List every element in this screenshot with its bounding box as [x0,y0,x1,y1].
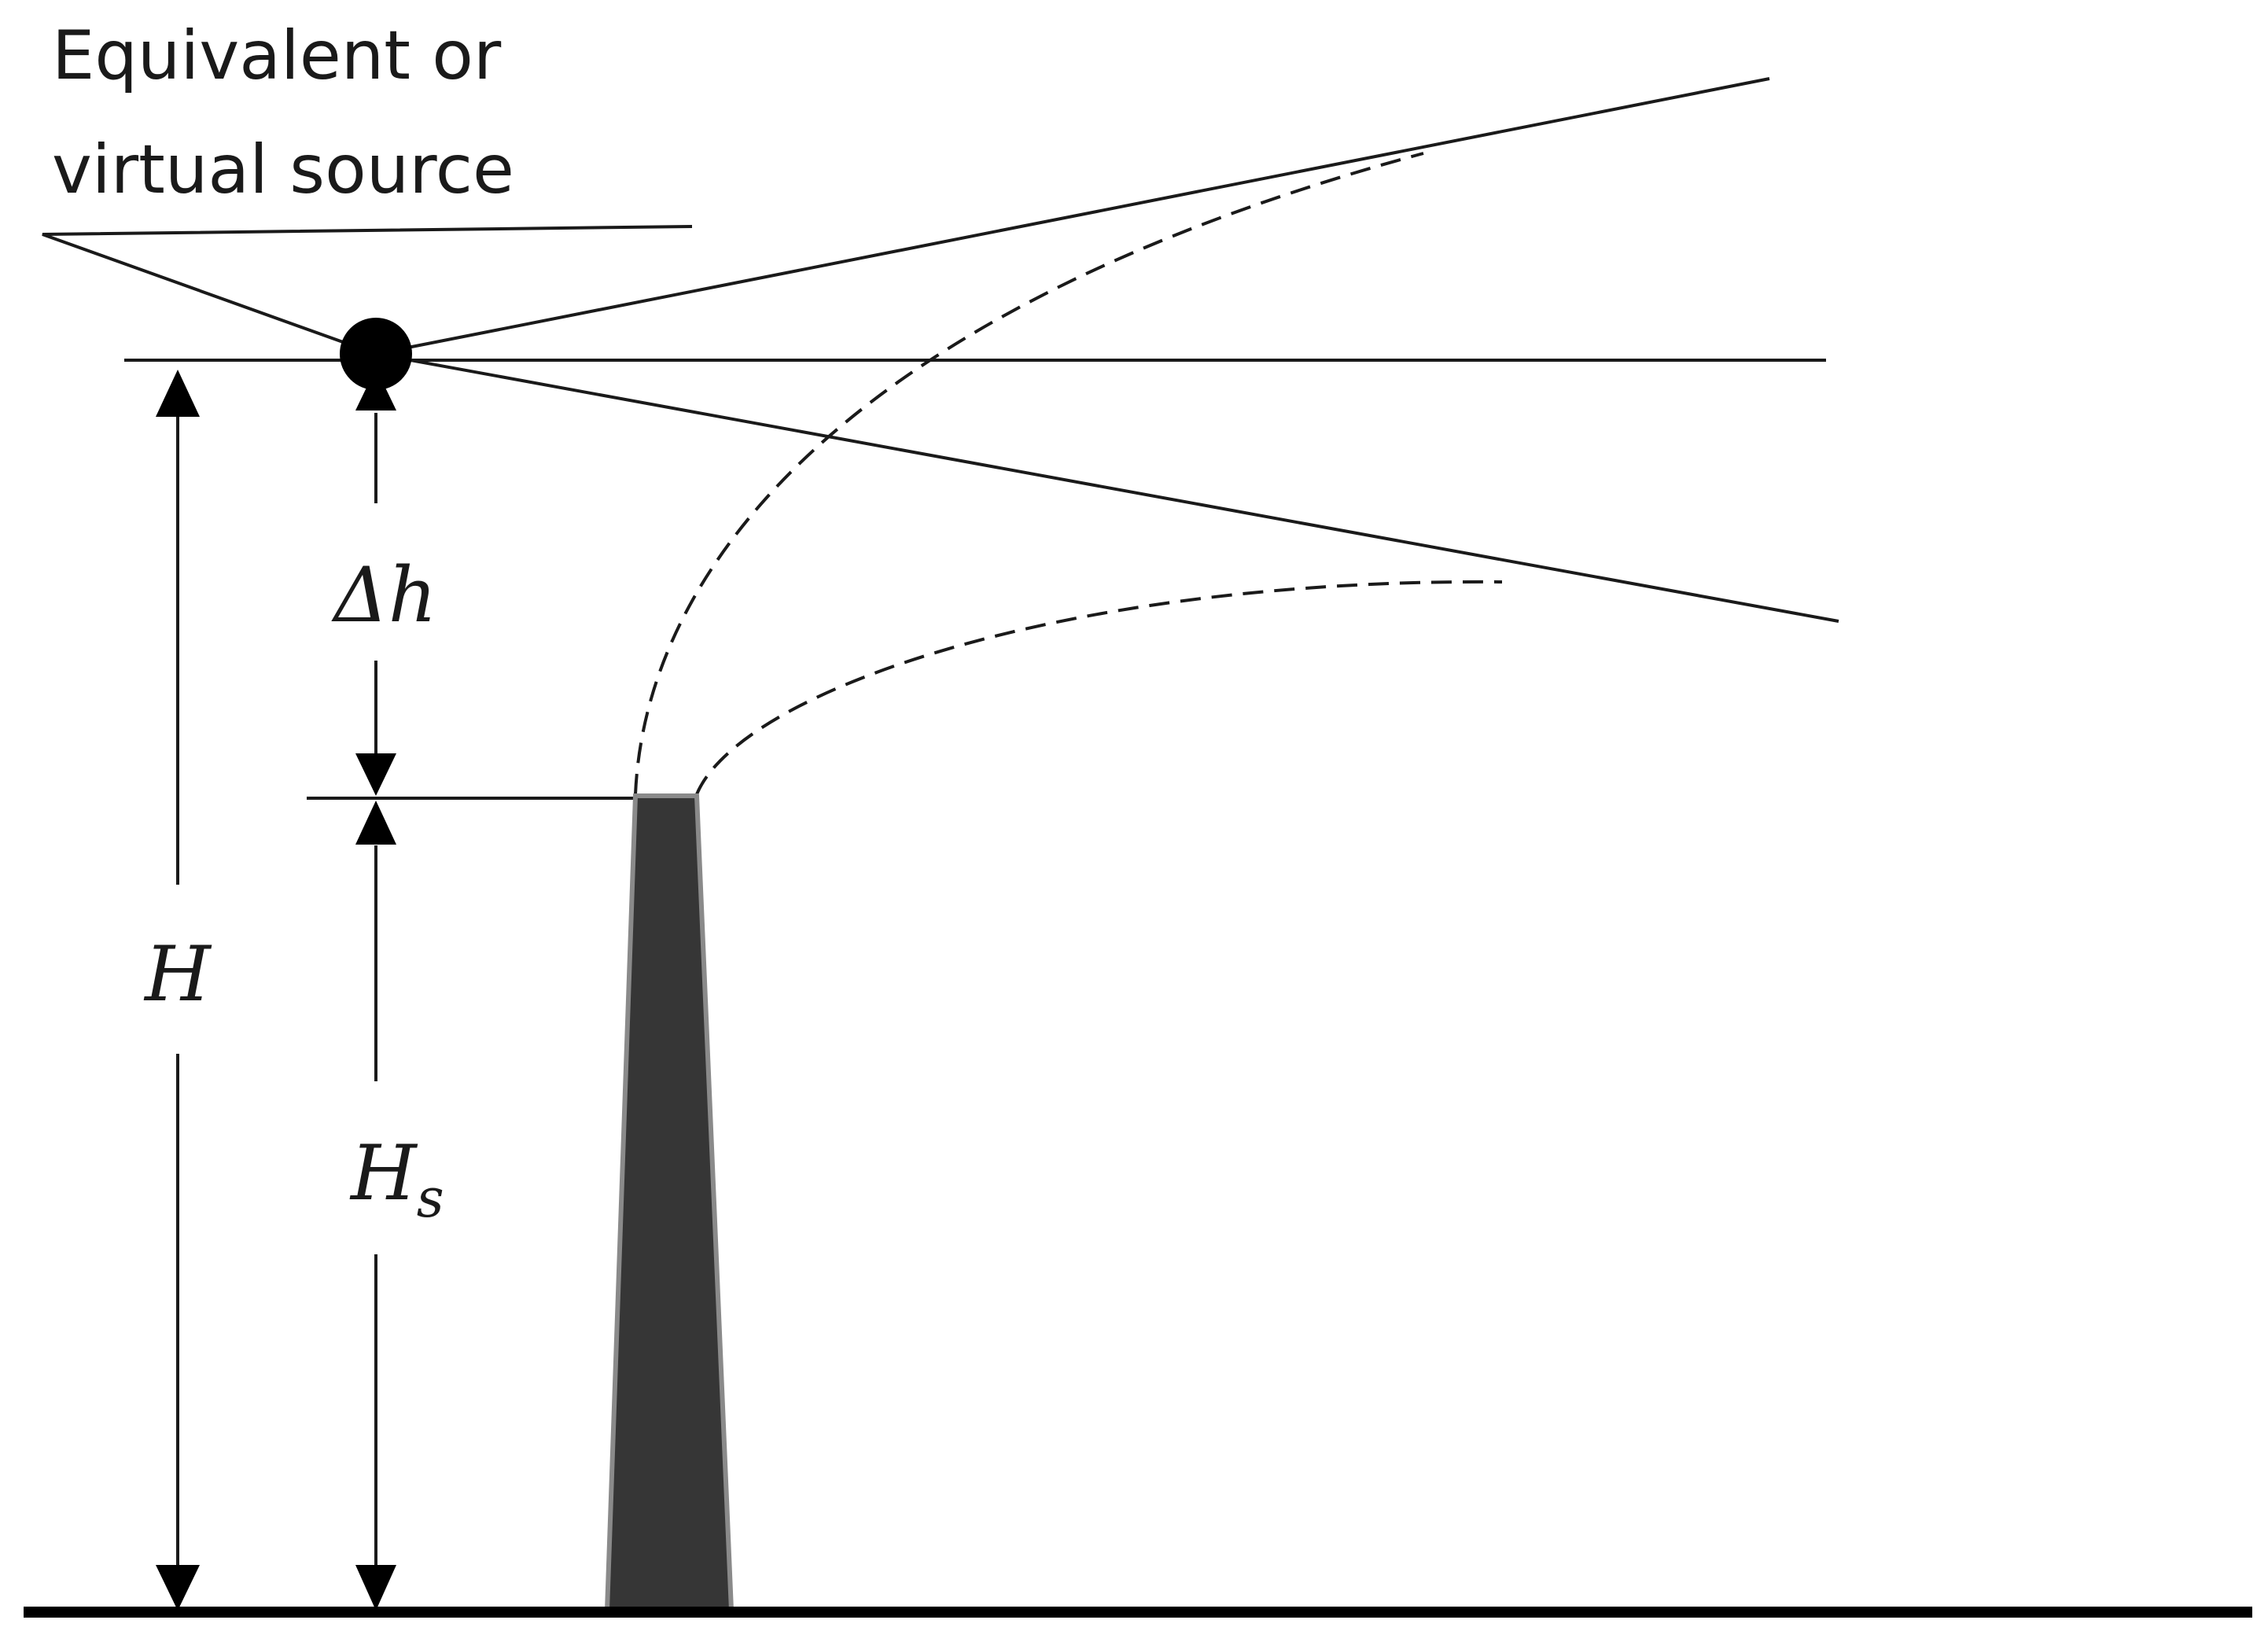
plume-lower-boundary [375,352,1839,623]
plume-rise-arrowhead-up [355,368,396,410]
plume-rise-label: Δh [330,551,436,639]
stack-height-label: Hs [349,1129,444,1230]
plume-rise-dimension: Δh [330,368,437,796]
effective-height-label: H [143,930,212,1018]
plume-lower-curve [695,580,1503,795]
stack-height-label-base: H [349,1129,418,1217]
virtual-source-dot [340,318,412,390]
chimney-stack [604,793,735,1613]
effective-height-dimension: H [143,370,212,1611]
source-label-line2: virtual source [52,131,514,209]
plume-upper-boundary [375,77,1770,355]
source-label-leader [42,225,693,355]
plume-rise-arrowhead-down [355,753,396,796]
effective-height-arrowhead-up [156,370,200,417]
stack-height-arrowhead-up [355,801,396,845]
stack-height-dimension: Hs [349,801,444,1611]
plume-upper-curve [634,152,1424,795]
stack-height-label-subscript: s [417,1168,444,1230]
stack-height-arrowhead-down [355,1565,396,1611]
source-label-line1: Equivalent or [52,17,502,95]
effective-height-arrowhead-down [156,1565,200,1611]
